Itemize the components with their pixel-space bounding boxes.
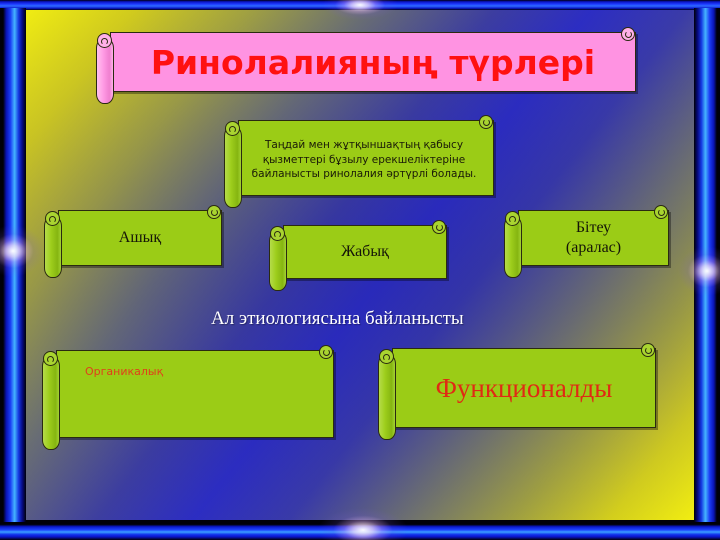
scroll-curl-top-left-icon: [505, 211, 520, 226]
scroll-curl-top-left-icon: [43, 351, 58, 366]
type-scroll-paper: Жабық: [283, 225, 447, 279]
scroll-curl-top-left-icon: [225, 121, 240, 136]
etiology-scroll-paper: Органикалық: [56, 350, 334, 438]
scroll-curl-top-right-icon: [654, 205, 668, 219]
etiology-caption: Ал этиологиясына байланысты: [211, 308, 464, 329]
slide-canvas: Ринолалияның түрлері Таңдай мен жұтқынша…: [26, 10, 694, 520]
scroll-roll-left-icon: [224, 126, 242, 208]
type-label-ashyq: Ашық: [118, 228, 162, 246]
type-scroll-biteu: Бітеу (аралас): [504, 205, 669, 278]
scroll-curl-top-left-icon: [97, 33, 112, 48]
type-scroll-zhabyq: Жабық: [269, 220, 447, 291]
etiology-label-functional: Функционалды: [435, 372, 613, 403]
scroll-roll-left-icon: [42, 356, 60, 450]
type-label-zhabyq: Жабық: [341, 242, 389, 260]
note-scroll-paper: Таңдай мен жұтқыншақтың қабысу қызметтер…: [238, 120, 494, 196]
type-scroll-ashyq: Ашық: [44, 205, 222, 278]
scroll-curl-top-right-icon: [207, 205, 221, 219]
etiology-scroll-paper: Функционалды: [392, 348, 656, 428]
note-text: Таңдай мен жұтқыншақтың қабысу қызметтер…: [251, 138, 477, 181]
scroll-curl-top-right-icon: [641, 343, 655, 357]
page-title: Ринолалияның түрлері: [150, 42, 596, 82]
type-scroll-paper: Бітеу (аралас): [518, 210, 669, 266]
scroll-curl-top-right-icon: [479, 115, 493, 129]
scroll-curl-top-left-icon: [270, 226, 285, 241]
etiology-label-organic: Органикалық: [85, 365, 164, 378]
scroll-curl-top-right-icon: [621, 27, 635, 41]
scroll-curl-top-right-icon: [319, 345, 333, 359]
note-scroll: Таңдай мен жұтқыншақтың қабысу қызметтер…: [224, 115, 494, 208]
etiology-scroll-functional: Функционалды: [378, 343, 656, 440]
scroll-curl-top-left-icon: [379, 349, 394, 364]
scroll-curl-top-left-icon: [45, 211, 60, 226]
etiology-scroll-organic: Органикалық: [42, 345, 334, 450]
frame-border-bottom: [0, 520, 720, 540]
scroll-roll-left-icon: [378, 354, 396, 440]
scroll-curl-top-right-icon: [432, 220, 446, 234]
type-label-biteu: Бітеу (аралас): [565, 218, 622, 256]
frame-border-top: [0, 0, 720, 10]
type-scroll-paper: Ашық: [58, 210, 222, 266]
frame-border-left: [0, 8, 26, 522]
title-banner-paper: Ринолалияның түрлері: [110, 32, 636, 92]
title-banner: Ринолалияның түрлері: [96, 27, 636, 104]
frame-border-right: [694, 8, 720, 522]
